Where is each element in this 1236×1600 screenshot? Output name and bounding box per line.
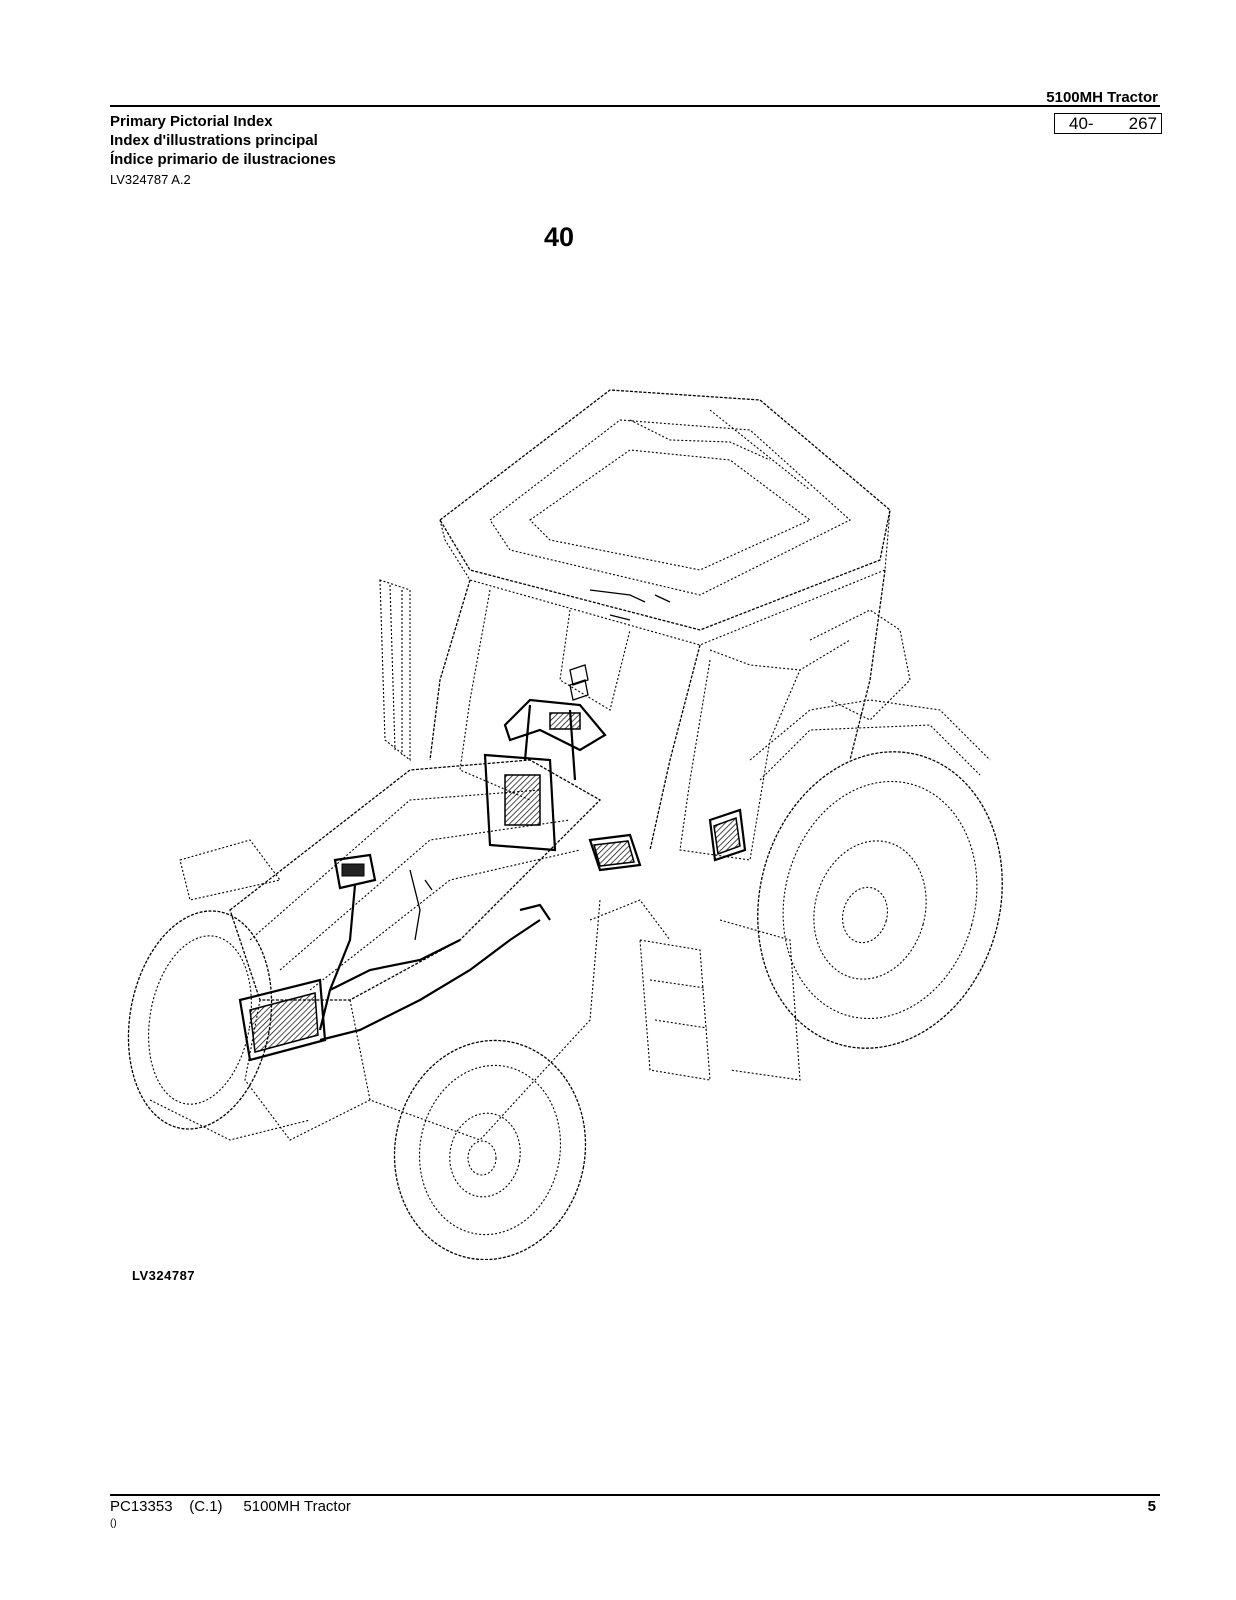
page-reference-box: 40- 267 [1054, 113, 1162, 134]
cab-roof-drawing [439, 389, 891, 646]
footer-rule [110, 1494, 1160, 1496]
footer-page-number: 5 [1147, 1498, 1156, 1515]
model-title: 5100MH Tractor [1046, 89, 1158, 106]
document-reference: LV324787 A.2 [110, 172, 191, 187]
front-wheel-drawing [127, 910, 587, 1260]
tractor-drawing-svg [127, 389, 1003, 1260]
footer-doc-info: PC13353 (C.1) 5100MH Tractor [110, 1498, 351, 1515]
section-number: 40 [544, 222, 575, 252]
rear-wheel-drawing [749, 699, 1003, 1049]
heading-english: Primary Pictorial Index [110, 113, 273, 130]
cab-frame-drawing [379, 569, 911, 861]
heading-block: Primary Pictorial Index Index d'illustra… [110, 112, 336, 169]
heading-french: Index d'illustrations principal [110, 132, 318, 149]
footer-note: () [110, 1518, 117, 1529]
figure-id: LV324787 [132, 1268, 196, 1283]
heading-spanish: Índice primario de ilustraciones [110, 151, 336, 168]
steps-drawing [589, 899, 801, 1081]
page-ref-page: 267 [1128, 114, 1157, 133]
page-ref-section: 40- [1069, 114, 1094, 133]
hood-drawing [179, 759, 602, 1141]
header-rule [110, 105, 1160, 107]
electrical-components [238, 589, 747, 1062]
tractor-illustration [110, 380, 1010, 1260]
